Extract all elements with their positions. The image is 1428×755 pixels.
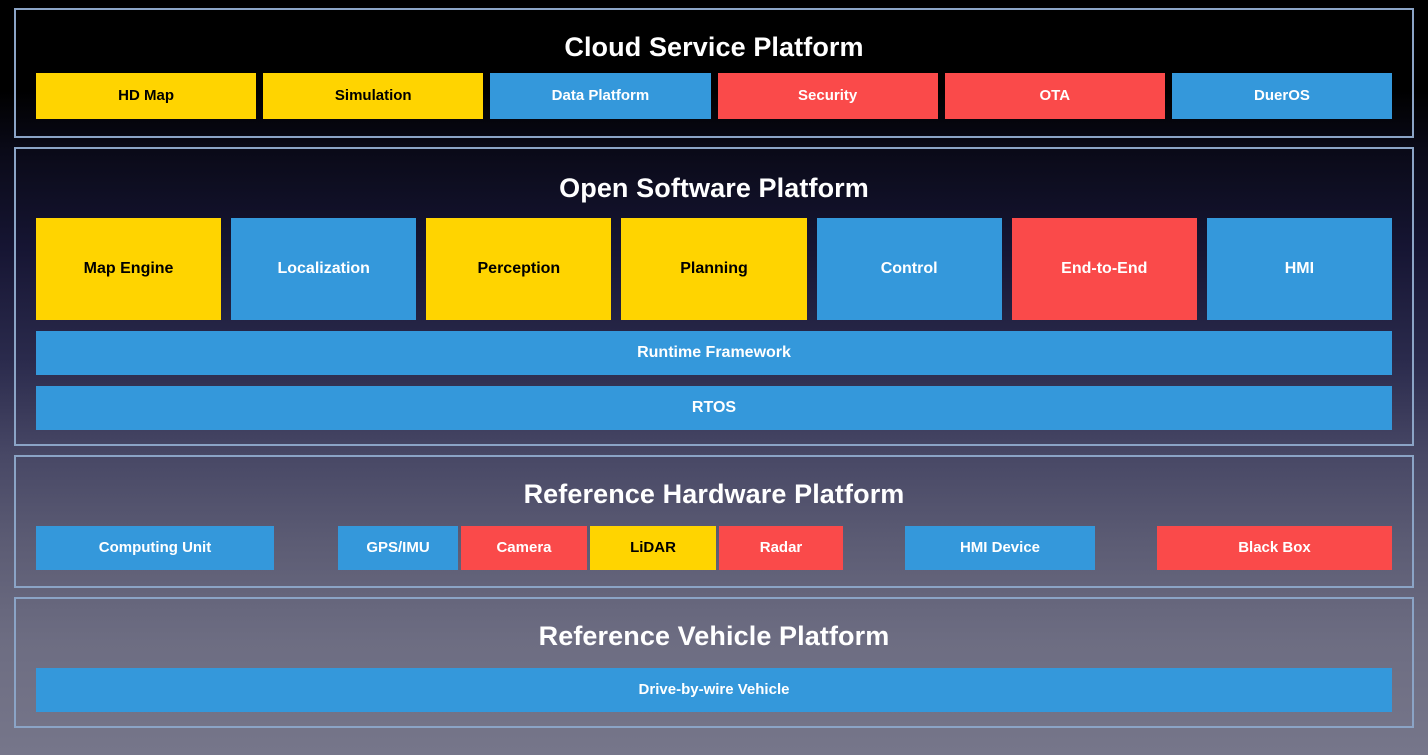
hardware-spacer-c	[1095, 526, 1157, 570]
cloud-platform-title: Cloud Service Platform	[564, 32, 864, 62]
software-box-perception[interactable]: Perception	[426, 218, 612, 320]
hardware-cell-hmi-device: HMI Device	[905, 526, 1095, 570]
software-box-control[interactable]: Control	[816, 218, 1002, 320]
hardware-box-gps-imu[interactable]: GPS/IMU	[338, 526, 458, 570]
cloud-box-row: HD Map Simulation Data Platform Security…	[36, 73, 1393, 119]
cloud-box-hd-map[interactable]: HD Map	[36, 73, 257, 119]
panel-reference-hardware-platform: Reference Hardware Platform Computing Un…	[14, 455, 1414, 588]
vehicle-box-drive-by-wire[interactable]: Drive-by-wire Vehicle	[36, 668, 1392, 712]
software-box-hmi[interactable]: HMI	[1206, 218, 1392, 320]
cloud-box-security[interactable]: Security	[717, 73, 938, 119]
hardware-spacer-b	[843, 526, 905, 570]
panel-open-software-platform: Open Software Platform Map Engine Locali…	[14, 147, 1414, 446]
panel-cloud-service-platform: Cloud Service Platform HD Map Simulation…	[14, 8, 1414, 138]
software-box-planning[interactable]: Planning	[621, 218, 807, 320]
software-box-end-to-end[interactable]: End-to-End	[1011, 218, 1197, 320]
hardware-cell-black-box: Black Box	[1157, 526, 1392, 570]
cloud-box-ota[interactable]: OTA	[944, 73, 1165, 119]
hardware-box-radar[interactable]: Radar	[719, 526, 843, 570]
hardware-sensor-group: GPS/IMU Camera LiDAR Radar	[338, 526, 843, 570]
hardware-box-hmi-device[interactable]: HMI Device	[905, 526, 1095, 570]
hardware-platform-title: Reference Hardware Platform	[523, 479, 905, 509]
cloud-box-dueros[interactable]: DuerOS	[1171, 73, 1393, 119]
hardware-box-row: Computing Unit GPS/IMU Camera LiDAR Rada…	[36, 526, 1392, 570]
panel-reference-vehicle-platform: Reference Vehicle Platform Drive-by-wire…	[14, 597, 1414, 728]
software-bar-rtos[interactable]: RTOS	[36, 386, 1392, 430]
software-box-localization[interactable]: Localization	[231, 218, 417, 320]
cloud-box-data-platform[interactable]: Data Platform	[490, 73, 711, 119]
software-bar-runtime-framework[interactable]: Runtime Framework	[36, 331, 1392, 375]
hardware-box-lidar[interactable]: LiDAR	[590, 526, 716, 570]
hardware-spacer-a	[274, 526, 338, 570]
vehicle-platform-title: Reference Vehicle Platform	[538, 621, 890, 651]
hardware-box-camera[interactable]: Camera	[461, 526, 587, 570]
software-module-row: Map Engine Localization Perception Plann…	[36, 218, 1392, 320]
hardware-cell-compute: Computing Unit	[36, 526, 274, 570]
software-box-map-engine[interactable]: Map Engine	[36, 218, 222, 320]
software-platform-title: Open Software Platform	[559, 173, 869, 203]
cloud-box-simulation[interactable]: Simulation	[263, 73, 484, 119]
hardware-box-black-box[interactable]: Black Box	[1157, 526, 1392, 570]
hardware-box-computing-unit[interactable]: Computing Unit	[36, 526, 274, 570]
